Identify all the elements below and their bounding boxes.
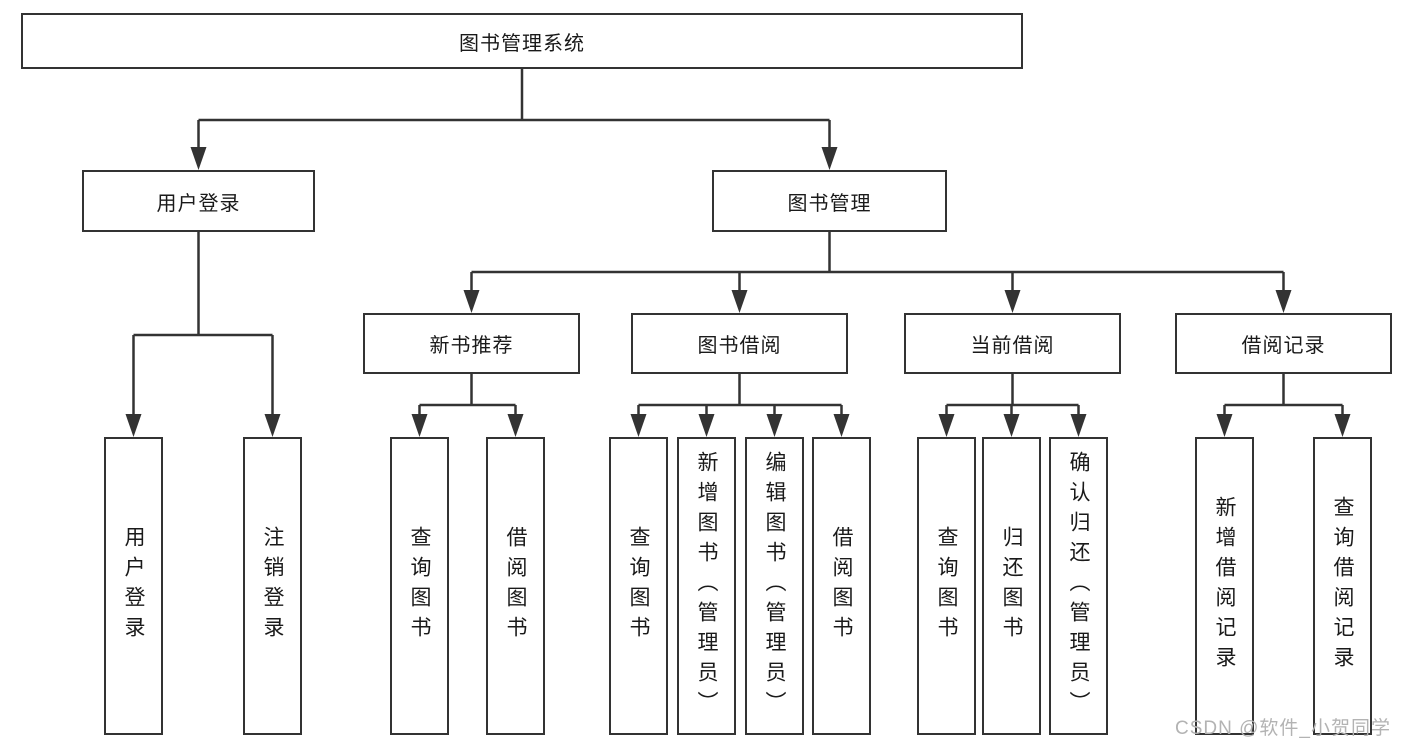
leaf-newbook-borrow-books: 借阅图书 [486,437,545,735]
leaf-confirm-return-admin: 确认归还（管理员） [1049,437,1108,735]
leaf-newbook-query-books: 查询图书 [390,437,449,735]
node-current-borrowing: 当前借阅 [904,313,1121,374]
arrowheads [125,147,1351,437]
node-user-login: 用户登录 [82,170,315,232]
leaf-query-borrow-record: 查询借阅记录 [1313,437,1372,735]
node-borrowing-records: 借阅记录 [1175,313,1392,374]
leaf-borrow-books: 借阅图书 [812,437,871,735]
leaf-add-books-admin: 新增图书（管理员） [677,437,736,735]
node-root: 图书管理系统 [21,13,1023,69]
leaf-logout: 注销登录 [243,437,302,735]
leaf-current-query-books: 查询图书 [917,437,976,735]
csdn-watermark: CSDN @软件_小贺同学 [1175,718,1391,739]
leaf-borrowing-query-books: 查询图书 [609,437,668,735]
leaf-edit-books-admin: 编辑图书（管理员） [745,437,804,735]
node-book-management: 图书管理 [712,170,947,232]
leaf-user-login: 用户登录 [104,437,163,735]
leaf-add-borrow-record: 新增借阅记录 [1195,437,1254,735]
node-book-borrowing: 图书借阅 [631,313,848,374]
leaf-return-books: 归还图书 [982,437,1041,735]
node-new-book-recommendation: 新书推荐 [363,313,580,374]
